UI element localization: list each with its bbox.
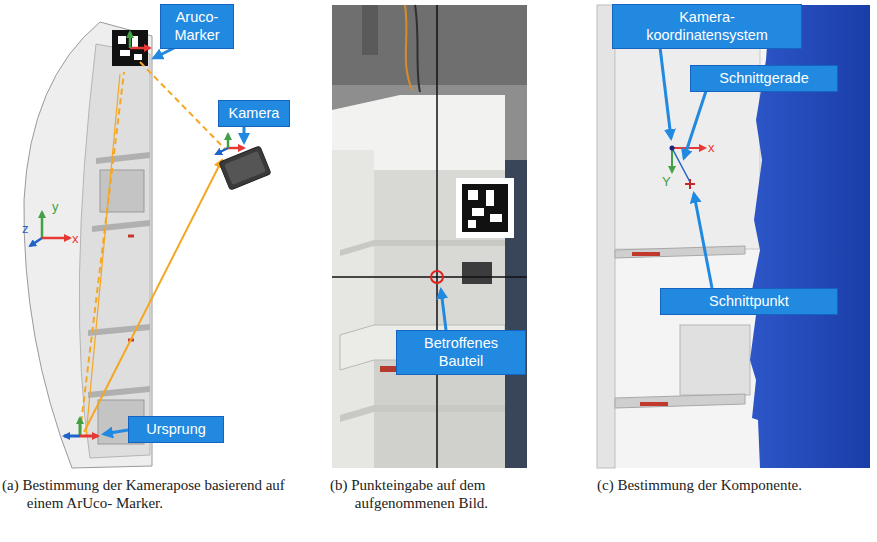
shelf: [615, 246, 745, 258]
galley-cabinet: [24, 22, 152, 468]
marker-border: [456, 178, 514, 238]
subfigure-caption: (b) Punkteingabe auf dem aufgenommenen B…: [330, 476, 552, 513]
intersection-mark: [689, 179, 691, 189]
axis-arrow: [671, 148, 673, 172]
cabinet-compartment: [79, 44, 150, 458]
axis-arrow: [41, 212, 44, 238]
pose-lines: [80, 62, 226, 436]
marker-cell: [118, 36, 126, 44]
callout-text: Kamera: [225, 104, 283, 122]
cabinet-front: [332, 95, 505, 468]
callout-box: Ursprung: [128, 416, 224, 443]
cable: [415, 5, 420, 92]
axis-label: x: [72, 232, 79, 245]
marker-cell: [468, 220, 476, 228]
shelf: [88, 324, 150, 336]
axis-label: Y: [662, 175, 671, 188]
origin-axes: [64, 418, 98, 436]
callout-text: Betroffenes Bauteil: [403, 334, 519, 370]
dashed-pose-line: [80, 72, 124, 432]
solid-pose-line: [84, 160, 222, 432]
callout-arrow: [243, 127, 246, 142]
axis-arrow: [130, 47, 150, 50]
callout-arrow: [684, 91, 706, 158]
axis-arrow: [42, 237, 70, 240]
marker-cell: [468, 190, 478, 200]
aruco-marker: [112, 30, 150, 66]
shelf: [340, 405, 505, 422]
marker-cell: [472, 208, 484, 216]
photo-ceiling: [332, 5, 527, 85]
callout-box: Betroffenes Bauteil: [396, 330, 526, 375]
camera-icon: [216, 134, 271, 190]
latch: [640, 402, 668, 406]
crosshair-line: [332, 276, 527, 278]
axis-label: x: [708, 141, 715, 154]
render: [597, 5, 870, 468]
callout-arrow: [441, 290, 446, 330]
callout-text: Ursprung: [135, 420, 217, 438]
callout-box: Kamera- koordinatensystem: [612, 4, 802, 49]
compartment: [374, 360, 505, 468]
callout-arrows: [104, 47, 712, 434]
aruco-marker: [462, 184, 508, 232]
callout-arrow: [694, 194, 712, 288]
photo: [332, 5, 527, 468]
shelf: [615, 394, 745, 408]
panel: [597, 5, 615, 468]
solid-pose-line: [86, 74, 120, 436]
axis-arrow: [228, 147, 244, 150]
marker-cell: [134, 54, 142, 60]
cable: [405, 5, 412, 90]
axis-arrow: [129, 32, 132, 48]
cabinet-side: [24, 22, 152, 468]
subfigure-caption: (c) Bestimmung der Komponente.: [597, 476, 873, 494]
shelf: [340, 240, 505, 256]
axis-arrow: [227, 134, 230, 148]
shelf: [88, 386, 150, 398]
callout-box: Schnittpunkt: [660, 288, 838, 315]
callout-arrow: [104, 430, 128, 434]
dashed-pose-line: [140, 62, 226, 150]
callout-box: Schnittgerade: [690, 65, 838, 92]
camera-body: [219, 146, 271, 190]
marker-cell: [120, 50, 130, 56]
shelf: [96, 152, 150, 164]
subfigure-caption: (a) Bestimmung der Kamerapose basierend …: [2, 476, 292, 513]
device: [462, 262, 492, 284]
crosshair-line: [436, 5, 438, 468]
marker-cell: [486, 190, 494, 206]
axis-arrow: [64, 435, 80, 438]
axis-label: y: [52, 200, 59, 213]
origin-dot: [670, 146, 675, 151]
photo-background: [332, 5, 527, 468]
latch: [632, 252, 660, 256]
callout-text: Schnittgerade: [697, 69, 831, 87]
callout-text: Schnittpunkt: [667, 292, 831, 310]
axis-arrow: [216, 148, 228, 154]
marker-cell: [490, 214, 502, 222]
camera-face: [224, 151, 266, 185]
marker-cell: [132, 36, 138, 48]
latch: [128, 235, 134, 238]
shelf: [92, 220, 150, 232]
axis-label: z: [22, 222, 29, 235]
axis-arrow: [79, 418, 82, 436]
callout-arrow: [660, 47, 671, 138]
callout-text: Kamera- koordinatensystem: [619, 8, 795, 44]
drawer: [680, 325, 750, 395]
selected-point: [431, 271, 443, 283]
cabinet-side-panel: [332, 150, 374, 468]
world-axes: [30, 212, 70, 246]
axis-arrow: [30, 238, 42, 246]
intersection-line: [672, 148, 690, 182]
callout-box: Kamera: [218, 100, 290, 127]
callout-box: Aruco- Marker: [160, 4, 234, 49]
drawer: [100, 170, 144, 212]
callout-text: Aruco- Marker: [167, 8, 227, 44]
axis-arrow: [80, 435, 98, 438]
ceiling-part: [362, 5, 378, 55]
